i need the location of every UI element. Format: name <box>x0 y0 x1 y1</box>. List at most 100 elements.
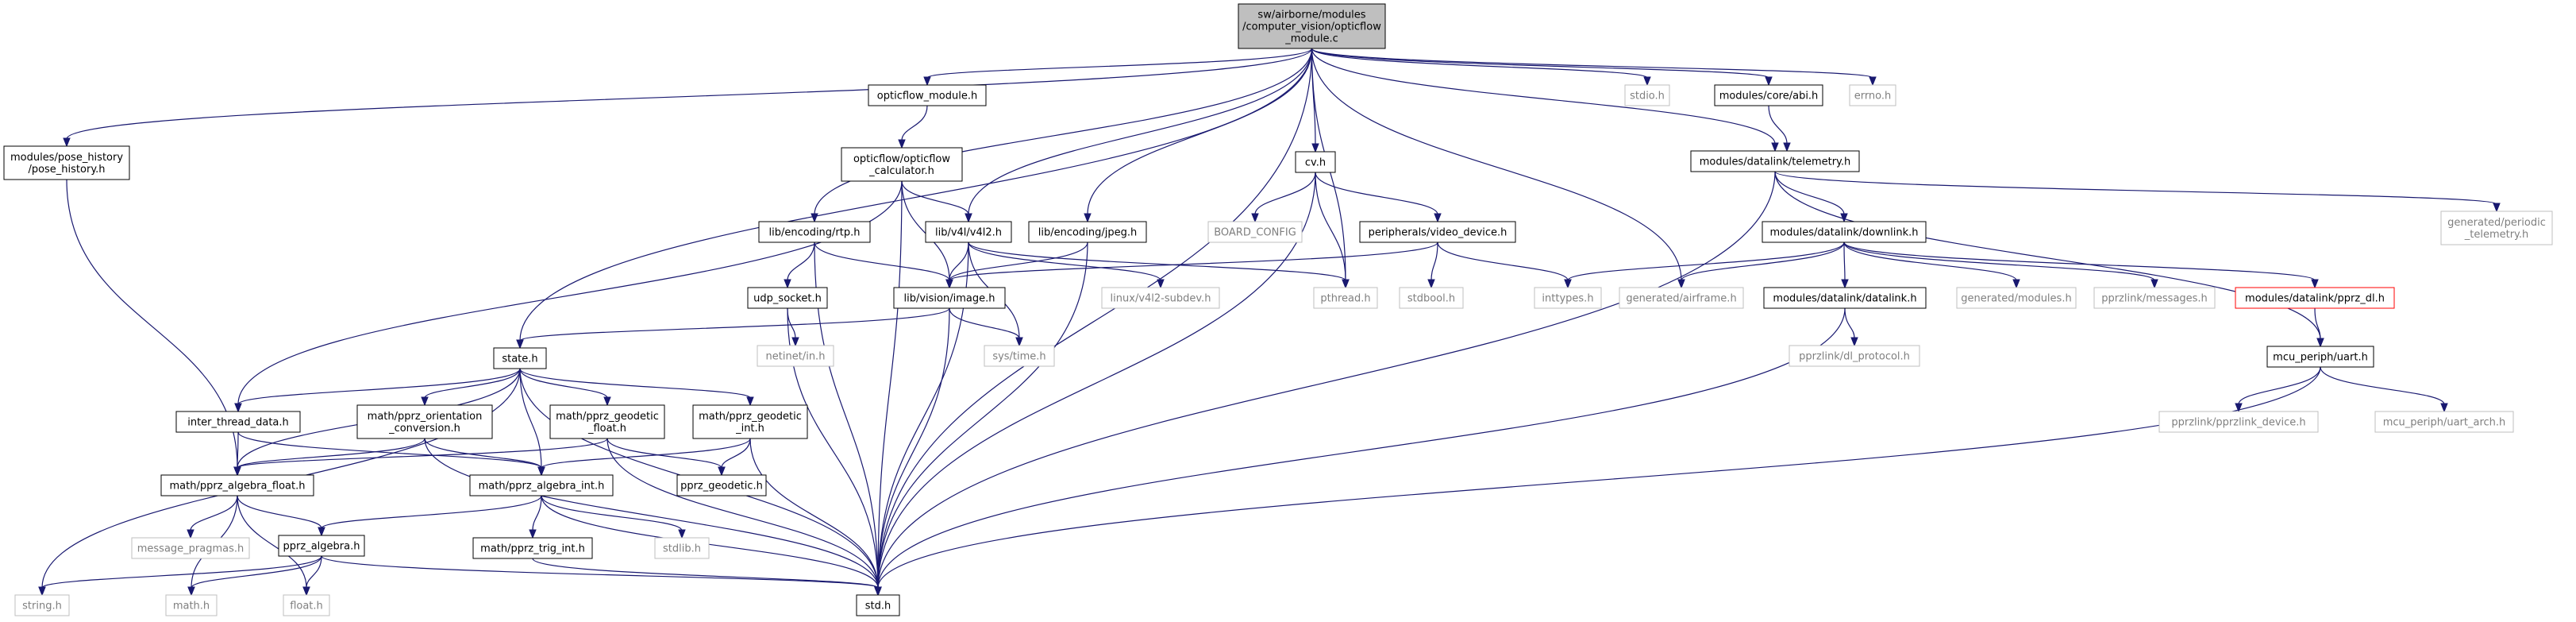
node-box <box>160 474 314 496</box>
node-float-h[interactable]: float.h <box>283 594 330 616</box>
node-video-device[interactable]: peripherals/video_device.h <box>1359 221 1516 243</box>
node-box <box>676 474 767 496</box>
node-label: modules/datalink/telemetry.h <box>1700 156 1851 168</box>
node-root[interactable]: sw/airborne/modules/computer_vision/opti… <box>1238 3 1386 49</box>
edge-cv_h-to-pthread_h <box>1315 172 1350 289</box>
node-cv-h[interactable]: cv.h <box>1295 151 1336 173</box>
node-v4l2-h[interactable]: lib/v4l/v4l2.h <box>925 221 1012 243</box>
node-image-h[interactable]: lib/vision/image.h <box>893 287 1006 309</box>
node-pthread-h[interactable]: pthread.h <box>1313 287 1378 309</box>
node-pprzlink-device[interactable]: pprzlink/pprzlink_device.h <box>2158 411 2319 433</box>
node-udp-socket[interactable]: udp_socket.h <box>747 287 828 309</box>
edge-algebra_int-to-stdlib_h <box>541 495 686 539</box>
node-uart-h[interactable]: mcu_periph/uart.h <box>2266 346 2374 368</box>
node-label: pprz_geodetic.h <box>680 481 763 493</box>
node-algebra-int[interactable]: math/pprz_algebra_int.h <box>469 474 614 496</box>
node-box <box>472 537 593 559</box>
node-label: lib/encoding/jpeg.h <box>1038 227 1137 239</box>
node-periodic-telemetry[interactable]: generated/periodic_telemetry.h <box>2440 211 2553 245</box>
node-label: BOARD_CONFIG <box>1214 227 1296 239</box>
node-label: linux/v4l2-subdev.h <box>1111 293 1211 305</box>
node-inter-thread[interactable]: inter_thread_data.h <box>175 411 301 433</box>
node-geodetic-float[interactable]: math/pprz_geodetic_float.h <box>549 404 665 439</box>
edge-telemetry_h-to-downlink_h <box>1774 171 1848 223</box>
edge-image_h-to-state_h <box>516 307 950 350</box>
edge-opticflow_calculator-to-v4l2_h <box>901 180 972 223</box>
node-pprz-dl[interactable]: modules/datalink/pprz_dl.h <box>2235 287 2395 309</box>
node-label: math/pprz_geodetic <box>556 411 659 423</box>
node-trig-int[interactable]: math/pprz_trig_int.h <box>472 537 593 559</box>
node-box <box>1101 287 1220 309</box>
node-label: mcu_periph/uart.h <box>2273 352 2368 364</box>
edge-geodetic_int-to-algebra_int <box>537 438 751 477</box>
edge-state_h-to-geodetic_float <box>519 368 611 407</box>
node-label: inter_thread_data.h <box>187 417 289 429</box>
node-pprz-geodetic-h[interactable]: pprz_geodetic.h <box>676 474 767 496</box>
node-opticflow-module-h[interactable]: opticflow_module.h <box>868 84 987 106</box>
node-label: modules/datalink/datalink.h <box>1773 293 1916 305</box>
node-airframe-h[interactable]: generated/airframe.h <box>1619 287 1744 309</box>
node-stdlib-h[interactable]: stdlib.h <box>654 537 710 559</box>
node-errno-h[interactable]: errno.h <box>1849 84 1896 106</box>
node-abi-h[interactable]: modules/core/abi.h <box>1714 84 1823 106</box>
node-inttypes-h[interactable]: inttypes.h <box>1534 287 1602 309</box>
node-v4l2-subdev[interactable]: linux/v4l2-subdev.h <box>1101 287 1220 309</box>
edge-pprz_algebra-to-math_h <box>187 555 322 597</box>
edge-root-to-rtp_h <box>811 48 1313 223</box>
node-label: opticflow/opticflow <box>853 153 950 165</box>
node-label: generated/airframe.h <box>1626 293 1736 305</box>
node-label: generated/modules.h <box>1961 293 2071 305</box>
node-datalink-h[interactable]: modules/datalink/datalink.h <box>1763 287 1927 309</box>
node-stdbool-h[interactable]: stdbool.h <box>1399 287 1464 309</box>
node-generated-modules[interactable]: generated/modules.h <box>1956 287 2077 309</box>
node-label: float.h <box>290 601 323 612</box>
node-label: stdlib.h <box>663 543 701 555</box>
node-label: math/pprz_algebra_int.h <box>479 481 605 493</box>
node-string-h[interactable]: string.h <box>14 594 70 616</box>
node-box <box>758 221 871 243</box>
node-jpeg-h[interactable]: lib/encoding/jpeg.h <box>1028 221 1147 243</box>
node-box <box>925 221 1012 243</box>
node-board-config[interactable]: BOARD_CONFIG <box>1207 221 1303 243</box>
node-uart-arch[interactable]: mcu_periph/uart_arch.h <box>2374 411 2514 433</box>
node-pprzlink-messages[interactable]: pprzlink/messages.h <box>2093 287 2216 309</box>
edge-v4l2_h-to-v4l2_subdev <box>968 241 1165 289</box>
node-rtp-h[interactable]: lib/encoding/rtp.h <box>758 221 871 243</box>
edge-downlink_h-to-pprz_dl <box>1843 241 2319 289</box>
node-label: lib/encoding/rtp.h <box>769 227 861 239</box>
node-box <box>747 287 828 309</box>
node-std-h[interactable]: std.h <box>856 594 900 616</box>
node-algebra-float[interactable]: math/pprz_algebra_float.h <box>160 474 314 496</box>
edge-root-to-errno_h <box>1311 48 1877 87</box>
node-downlink-h[interactable]: modules/datalink/downlink.h <box>1762 221 1927 243</box>
node-box <box>984 345 1055 367</box>
edge-video_device-to-inttypes_h <box>1437 241 1572 289</box>
edge-geodetic_int-to-pprz_geodetic_h <box>718 438 751 477</box>
edge-state_h-to-orientation_conv <box>421 368 521 407</box>
edge-pprz_algebra-to-string_h <box>38 555 322 597</box>
node-stdio-h[interactable]: stdio.h <box>1624 84 1670 106</box>
node-dl-protocol[interactable]: pprzlink/dl_protocol.h <box>1789 345 1920 367</box>
node-label: pprzlink/messages.h <box>2101 293 2208 305</box>
node-sys-time[interactable]: sys/time.h <box>984 345 1055 367</box>
edge-telemetry_h-to-periodic_telemetry <box>1774 171 2501 213</box>
node-pose-history[interactable]: modules/pose_history/pose_history.h <box>3 145 130 180</box>
node-geodetic-int[interactable]: math/pprz_geodetic_int.h <box>692 404 808 439</box>
node-message-pragmas[interactable]: message_pragmas.h <box>131 537 250 559</box>
node-opticflow-calculator[interactable]: opticflow/opticflow_calculator.h <box>841 147 963 182</box>
node-state-h[interactable]: state.h <box>493 347 547 369</box>
edge-uart_h-to-uart_arch <box>2320 366 2448 413</box>
node-box <box>757 345 834 367</box>
edge-video_device-to-stdbool_h <box>1427 241 1438 289</box>
node-label: sys/time.h <box>992 351 1045 363</box>
node-orientation-conv[interactable]: math/pprz_orientation_conversion.h <box>356 404 493 439</box>
edge-video_device-to-image_h <box>945 241 1438 289</box>
node-math-h[interactable]: math.h <box>165 594 218 616</box>
node-box <box>893 287 1006 309</box>
edge-pprz_algebra-to-std_h <box>321 555 882 597</box>
node-pprz-algebra[interactable]: pprz_algebra.h <box>278 535 365 557</box>
node-label: _module.c <box>1284 33 1338 45</box>
node-netinet-in[interactable]: netinet/in.h <box>757 345 834 367</box>
node-label: math.h <box>173 601 210 612</box>
node-telemetry-h[interactable]: modules/datalink/telemetry.h <box>1690 150 1860 172</box>
